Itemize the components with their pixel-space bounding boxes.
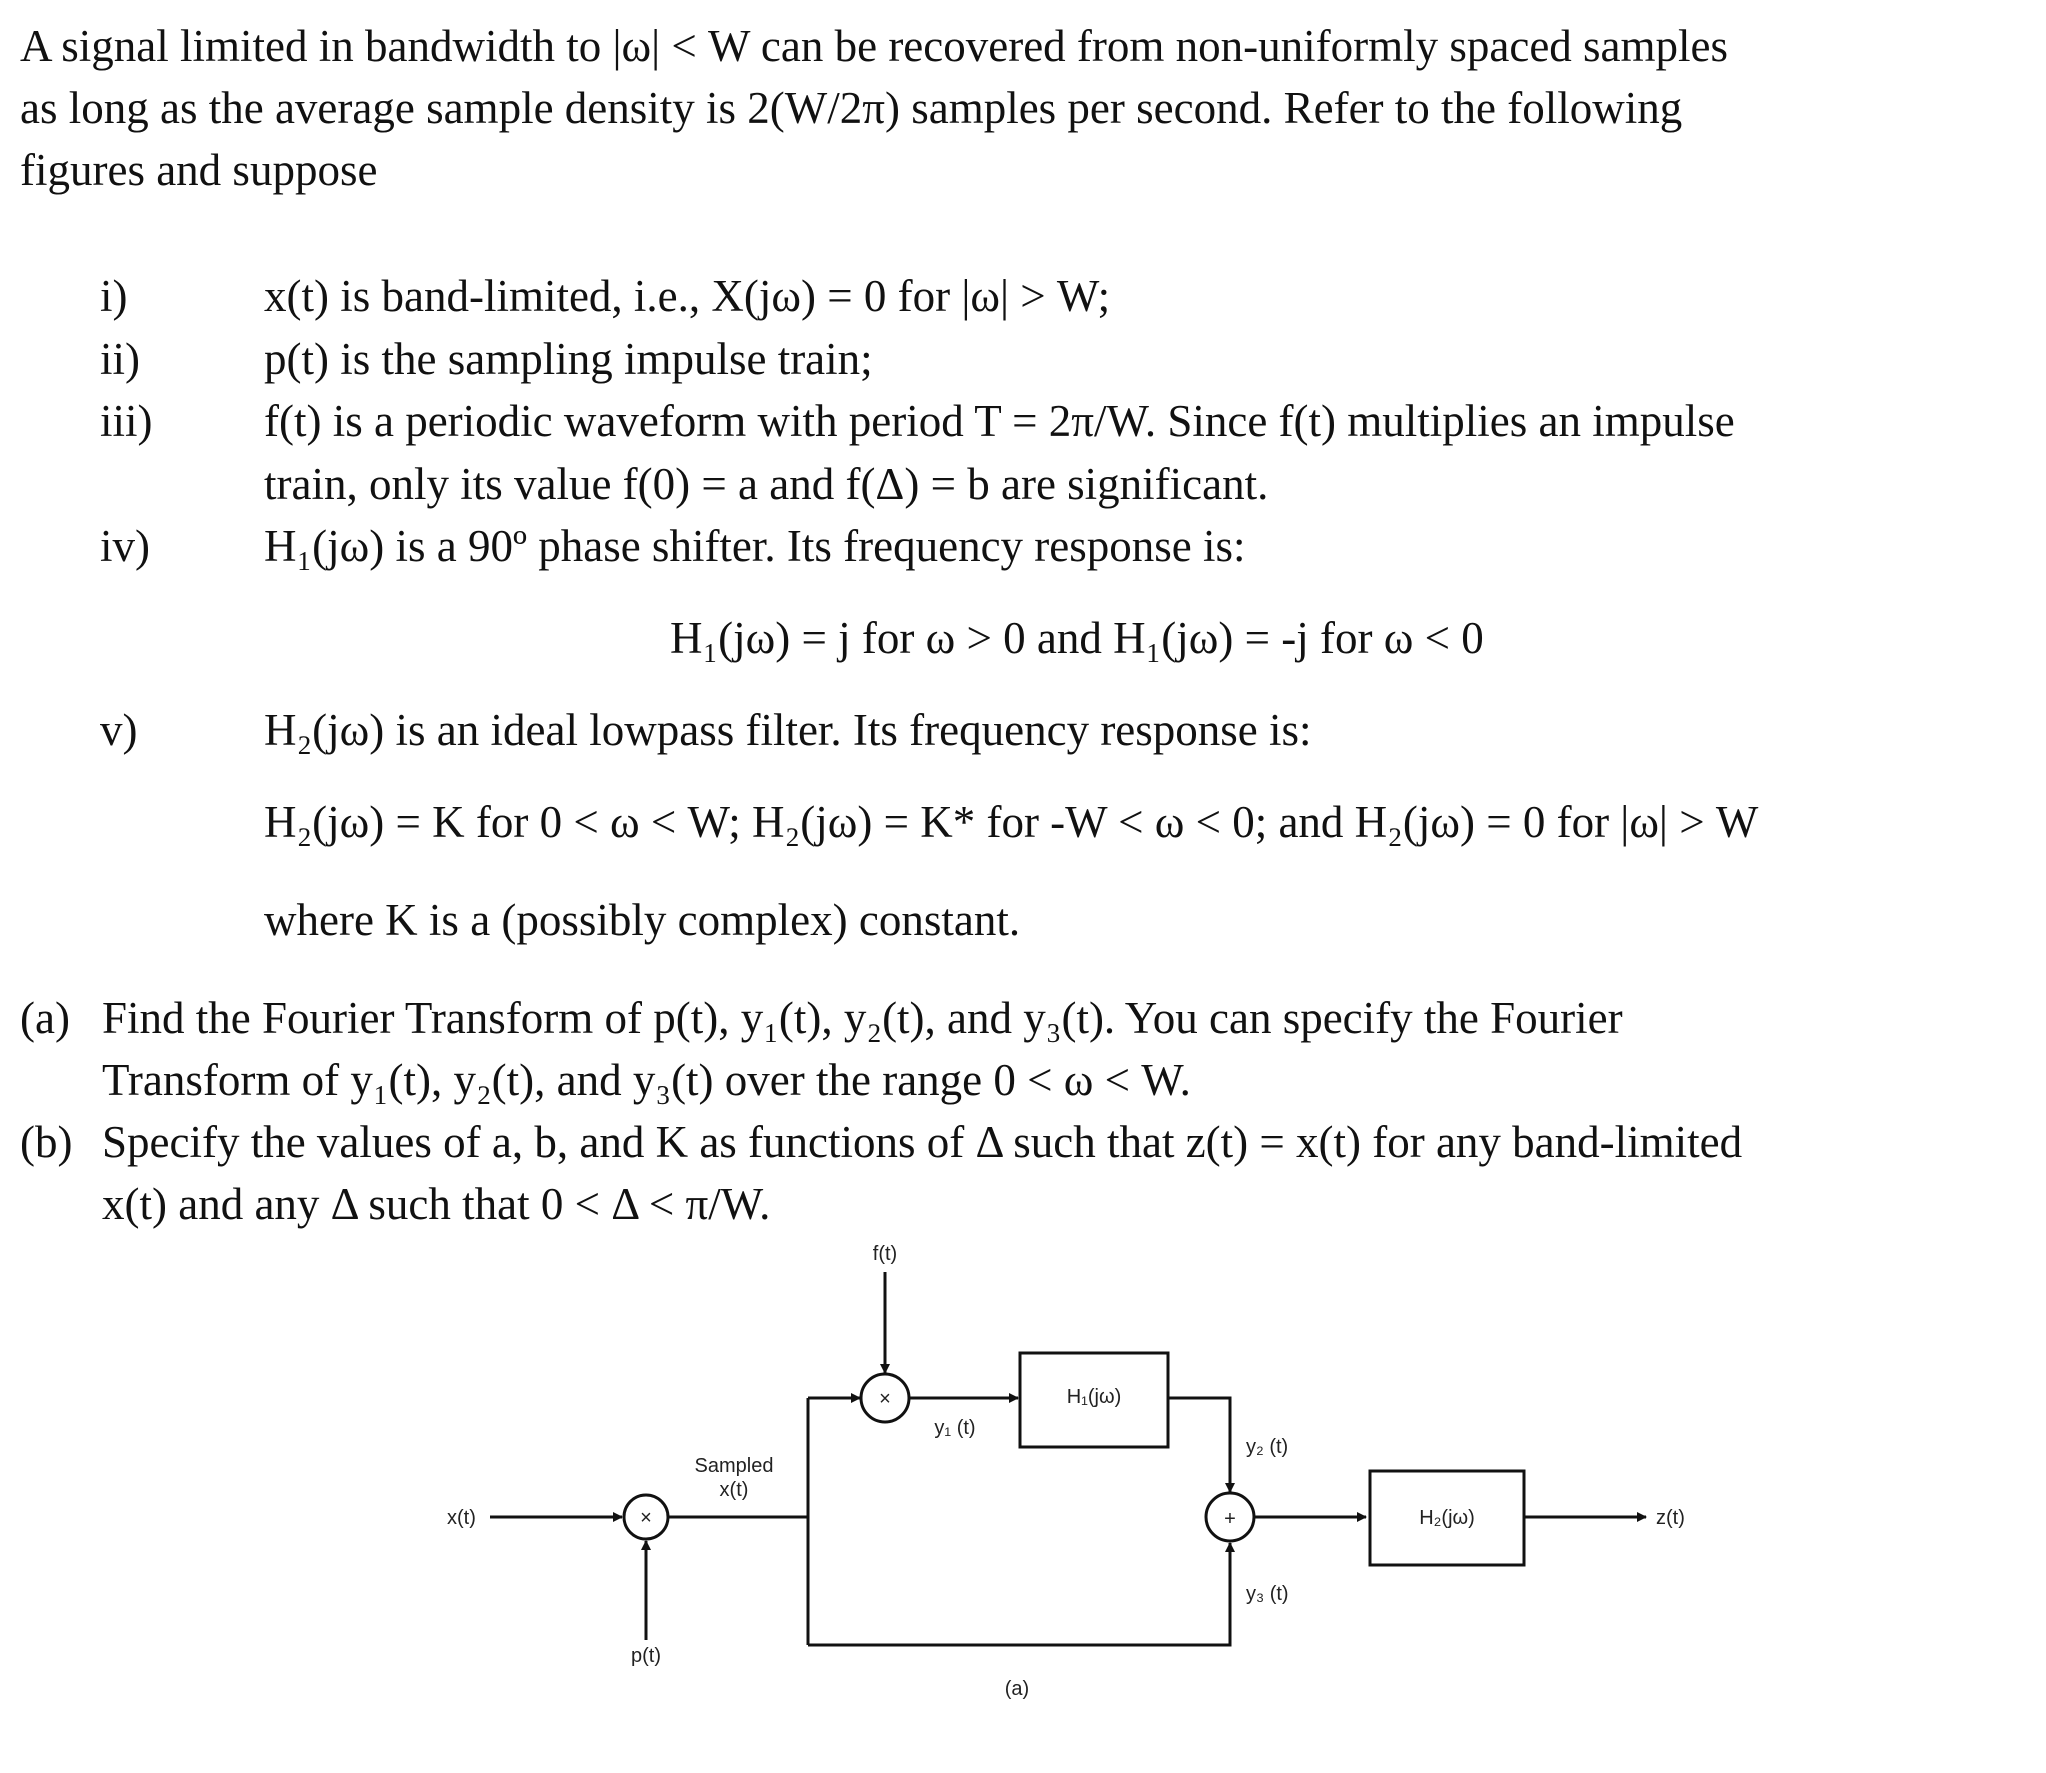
ft-label: f(t) [873, 1243, 897, 1265]
intro-line-1: A signal limited in bandwidth to |ω| < W… [20, 21, 1729, 71]
sampler-multiplier: × [622, 1493, 670, 1541]
question-text: Transform of y₁(t), y₂(t), and y₃(t) ove… [102, 1055, 1191, 1105]
h1-equation: H₁(jω) = j for ω > 0 and H₁(jω) = -j for… [670, 613, 1484, 663]
y2-arrow [1168, 1396, 1235, 1493]
intro-line-2: as long as the average sample density is… [20, 83, 1683, 133]
zt-label: z(t) [1656, 1507, 1685, 1529]
condition-number: iii) [100, 396, 153, 446]
y1-label: y₁ (t) [934, 1417, 975, 1439]
intro-line-3: figures and suppose [20, 145, 378, 195]
svg-text:×: × [879, 1388, 891, 1410]
pt-label: p(t) [631, 1645, 661, 1667]
svg-text:+: + [1224, 1508, 1236, 1530]
sampled-label: x(t) [720, 1479, 749, 1501]
svg-text:H₁(jω): H₁(jω) [1067, 1386, 1122, 1408]
h2-block: H₂(jω) [1368, 1469, 1526, 1567]
question-text: Specify the values of a, b, and K as fun… [102, 1117, 1743, 1167]
condition-text: H₁(jω) is a 90º phase shifter. Its frequ… [264, 521, 1246, 571]
condition-number: ii) [100, 334, 140, 384]
condition-text: p(t) is the sampling impulse train; [264, 334, 873, 384]
question-label: (a) [20, 993, 70, 1043]
svg-text:H₂(jω): H₂(jω) [1419, 1507, 1475, 1529]
condition-number: v) [100, 705, 138, 755]
svg-text:×: × [640, 1507, 652, 1529]
y3-label: y₃ (t) [1246, 1583, 1289, 1605]
adder: + [1204, 1491, 1256, 1543]
condition-text: x(t) is band-limited, i.e., X(jω) = 0 fo… [264, 271, 1111, 321]
condition-text: train, only its value f(0) = a and f(Δ) … [264, 459, 1269, 509]
condition-text: f(t) is a periodic waveform with period … [264, 396, 1735, 446]
xt-label: x(t) [447, 1507, 476, 1529]
condition-text: H₂(jω) is an ideal lowpass filter. Its f… [264, 705, 1312, 755]
f-multiplier: × [859, 1372, 911, 1424]
y3-arrow [808, 1542, 1235, 1647]
sampled-label: Sampled [695, 1455, 774, 1477]
h1-block: H₁(jω) [1018, 1351, 1170, 1449]
condition-number: iv) [100, 521, 150, 571]
condition-note: where K is a (possibly complex) constant… [264, 895, 1021, 945]
y2-label: y₂ (t) [1246, 1436, 1288, 1458]
question-text: Find the Fourier Transform of p(t), y₁(t… [102, 993, 1623, 1043]
figure-caption: (a) [1005, 1678, 1029, 1700]
h2-equation: H₂(jω) = K for 0 < ω < W; H₂(jω) = K* fo… [264, 797, 1759, 847]
condition-number: i) [100, 271, 128, 321]
question-label: (b) [20, 1117, 73, 1167]
question-text: x(t) and any Δ such that 0 < Δ < π/W. [102, 1179, 771, 1229]
